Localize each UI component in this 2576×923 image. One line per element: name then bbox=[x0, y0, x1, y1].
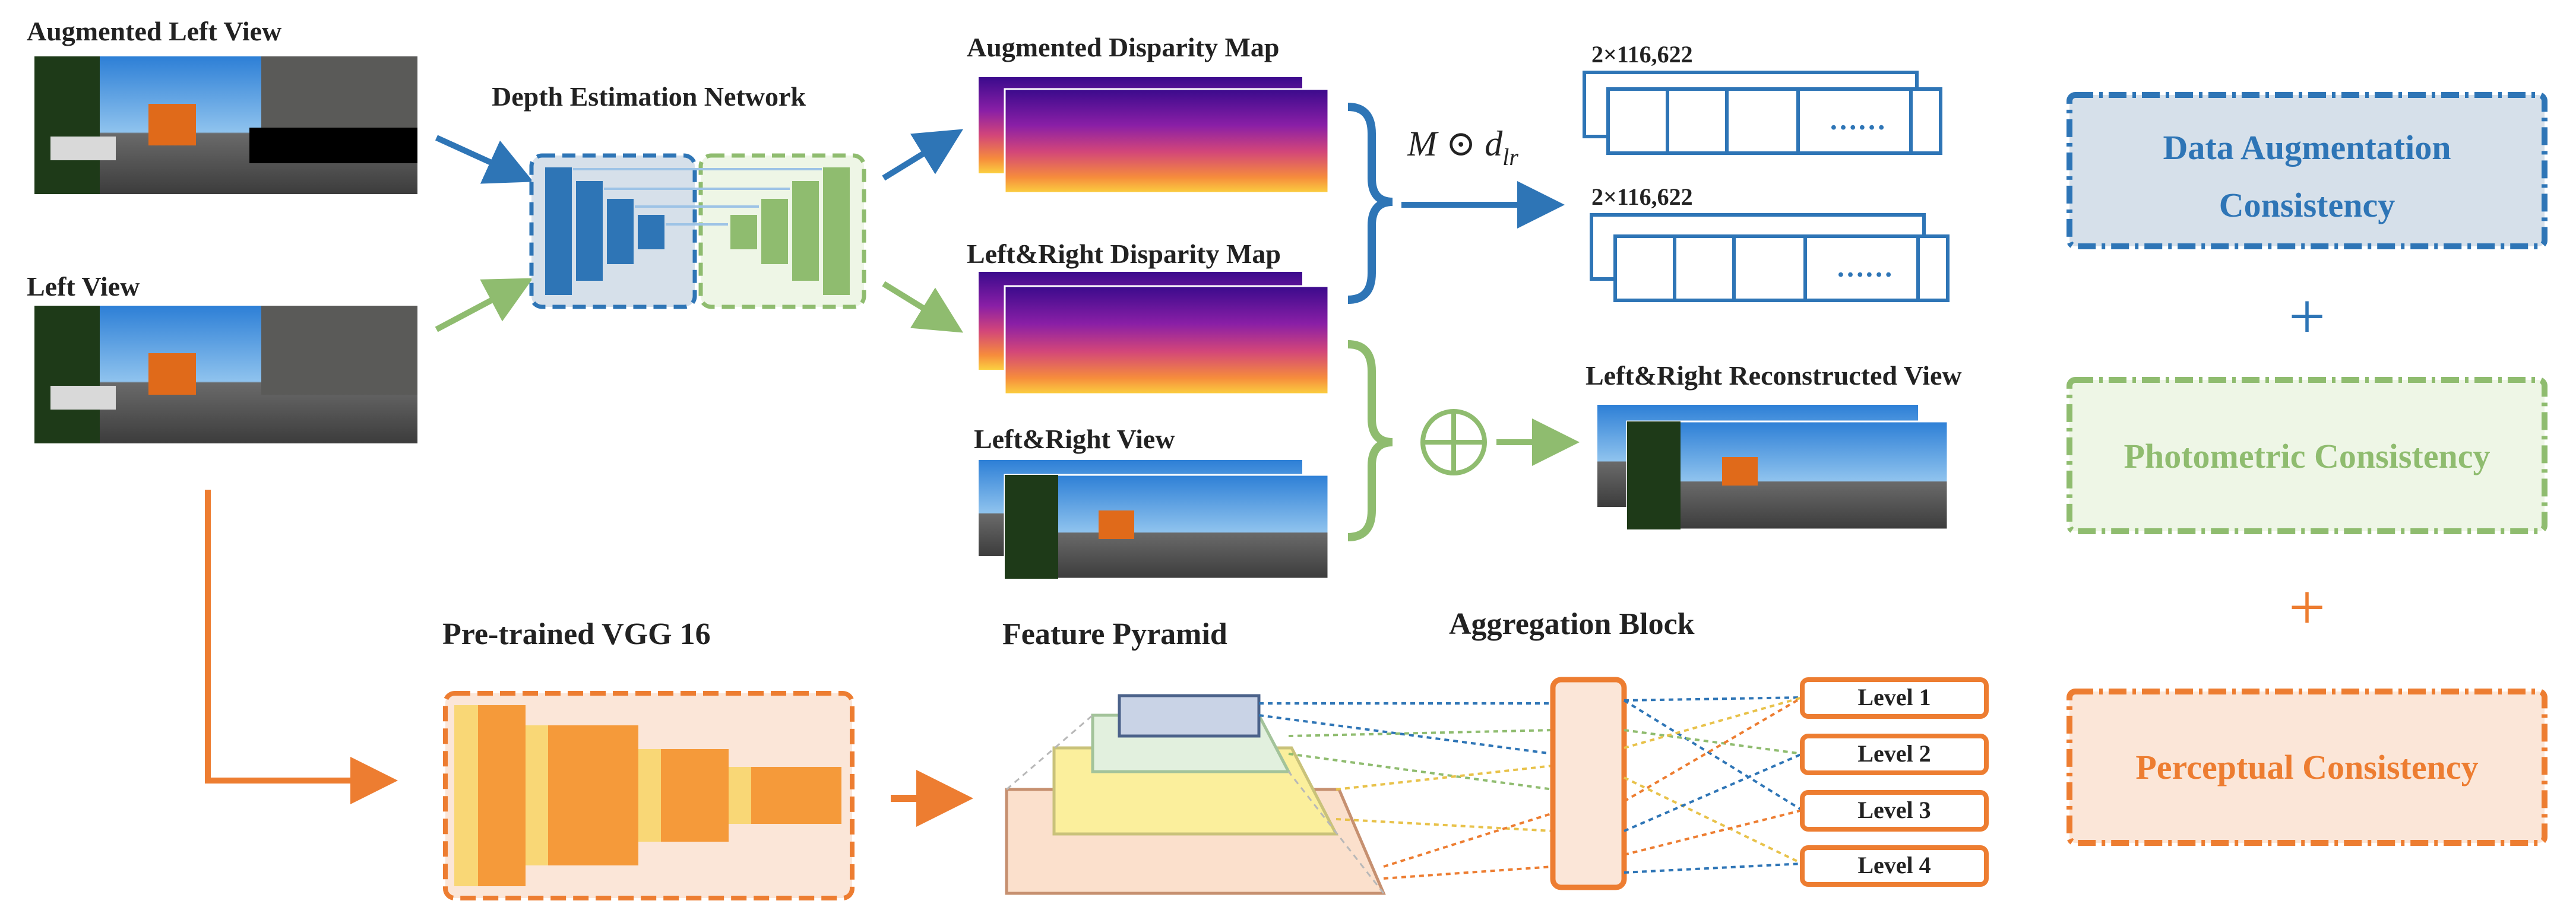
tensor-shape-2: 2×116,622 bbox=[1591, 183, 1693, 210]
tensor-2-ellipsis: …… bbox=[1836, 252, 1893, 283]
feature-pyramid bbox=[1005, 694, 1386, 895]
data-augmentation-loss-box bbox=[2067, 92, 2547, 249]
augmented-left-view-image bbox=[34, 56, 417, 194]
tensor-shape-1: 2×116,622 bbox=[1591, 41, 1693, 68]
arrow-left-to-network bbox=[435, 278, 533, 332]
arrow-network-to-aug-disparity bbox=[882, 129, 964, 181]
tensor-2 bbox=[1590, 213, 1950, 302]
augmented-left-view-label: Augmented Left View bbox=[27, 16, 281, 46]
aggregation-block bbox=[1550, 677, 1627, 890]
tensor-1-ellipsis: …… bbox=[1829, 104, 1886, 136]
level-2-label: Level 2 bbox=[1857, 740, 1931, 767]
left-view-label: Left View bbox=[27, 271, 140, 302]
reconstructed-view-title: Left&Right Reconstructed View bbox=[1586, 360, 1962, 391]
aggregation-to-level-connections bbox=[1623, 696, 1803, 874]
level-4-label: Level 4 bbox=[1857, 852, 1931, 878]
photometric-loss-label: Photometric Consistency bbox=[2124, 437, 2490, 475]
plus-sign-1: + bbox=[2289, 280, 2325, 353]
lr-view-image bbox=[979, 460, 1330, 580]
perceptual-loss-box bbox=[2067, 689, 2547, 846]
lr-disparity-title: Left&Right Disparity Map bbox=[967, 239, 1281, 269]
photometric-loss-box bbox=[2067, 377, 2547, 534]
perceptual-loss-label: Perceptual Consistency bbox=[2135, 748, 2478, 786]
level-2-box: Level 2 bbox=[1800, 734, 1989, 775]
arrow-left-to-vgg bbox=[205, 490, 398, 804]
augmented-disparity-map bbox=[979, 77, 1330, 194]
level-4-box: Level 4 bbox=[1800, 845, 1989, 887]
green-brace bbox=[1347, 340, 1393, 541]
level-3-label: Level 3 bbox=[1857, 797, 1931, 823]
plus-sign-2: + bbox=[2289, 571, 2325, 643]
lr-view-title: Left&Right View bbox=[974, 424, 1175, 454]
mask-formula: M ⊙ dlr bbox=[1407, 124, 1518, 170]
lr-disparity-map bbox=[979, 272, 1330, 395]
blue-brace bbox=[1347, 103, 1393, 304]
depth-network-block bbox=[529, 153, 866, 309]
level-1-box: Level 1 bbox=[1800, 677, 1989, 719]
depth-network-title: Depth Estimation Network bbox=[492, 81, 806, 112]
pyramid-title: Feature Pyramid bbox=[1002, 617, 1227, 651]
reconstructed-view-image bbox=[1597, 405, 1949, 531]
vgg-title: Pre-trained VGG 16 bbox=[442, 617, 711, 651]
data-aug-loss-line2: Consistency bbox=[2219, 186, 2395, 224]
level-3-box: Level 3 bbox=[1800, 790, 1989, 832]
arrow-network-to-lr-disparity bbox=[882, 281, 964, 333]
data-aug-loss-line1: Data Augmentation bbox=[2163, 128, 2451, 167]
level-1-label: Level 1 bbox=[1857, 684, 1931, 711]
vgg-block bbox=[443, 691, 855, 900]
augmented-disparity-title: Augmented Disparity Map bbox=[967, 32, 1279, 62]
tensor-1 bbox=[1583, 71, 1942, 155]
left-view-image bbox=[34, 306, 417, 443]
pyramid-to-aggregation-connections bbox=[1258, 702, 1553, 880]
arrow-aug-to-network bbox=[435, 135, 534, 184]
aggregation-title: Aggregation Block bbox=[1449, 607, 1695, 641]
